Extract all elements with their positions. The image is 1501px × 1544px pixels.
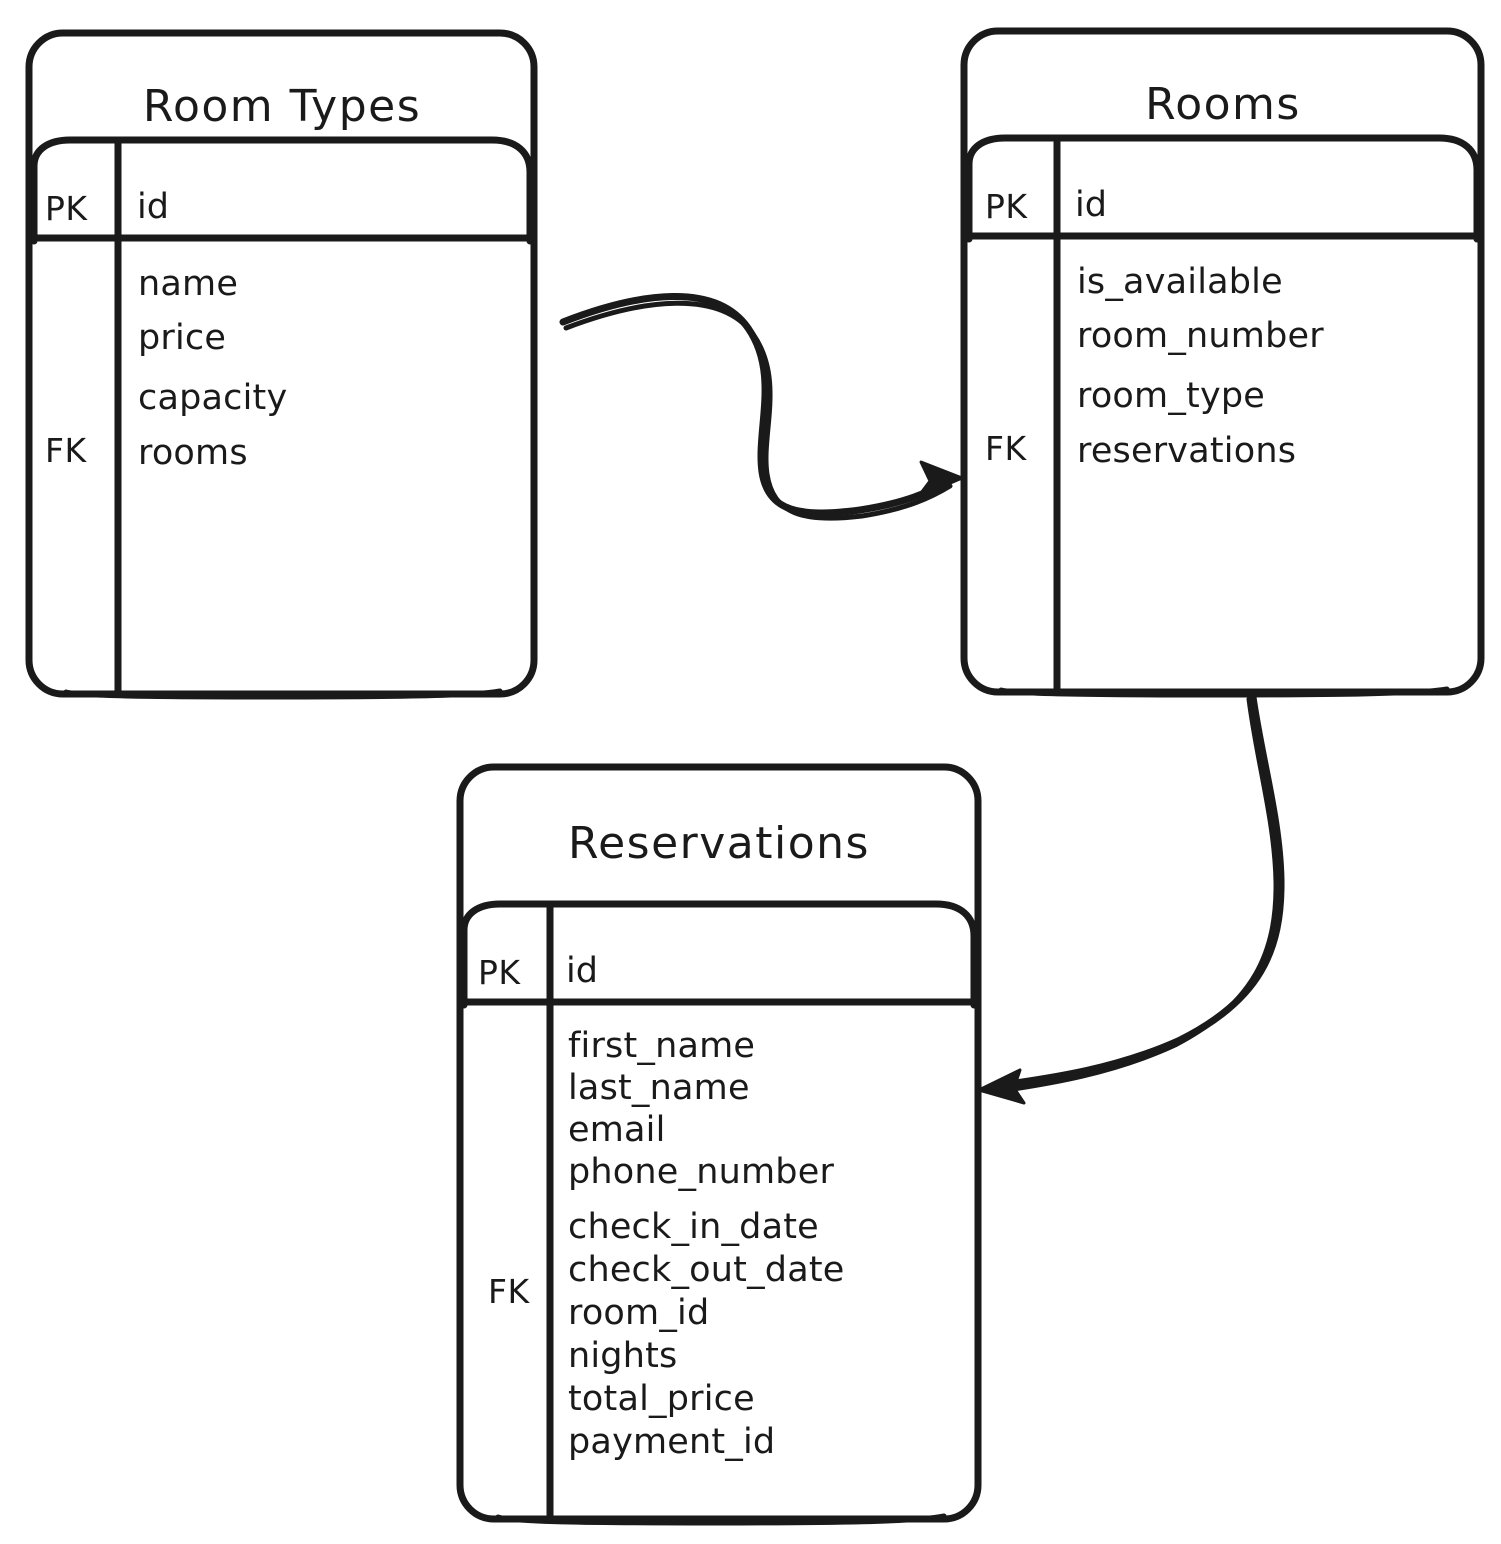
rooms-frame	[960, 27, 1485, 698]
reservations-field-nights: nights	[568, 1336, 678, 1376]
connector-rooms-to-reservations	[977, 693, 1285, 1105]
reservations-pk-field: id	[566, 951, 598, 991]
rooms-field-room-type: room_type	[1077, 376, 1266, 416]
reservations-title: Reservations	[568, 818, 870, 869]
reservations-field-room-id: room_id	[568, 1293, 710, 1333]
room-types-title: Room Types	[142, 81, 422, 132]
reservations-field-check-in-date: check_in_date	[568, 1207, 819, 1247]
room-types-pk-field: id	[137, 187, 169, 227]
entity-rooms[interactable]: Rooms PK id FK is_available room_number …	[957, 24, 1489, 700]
reservations-field-first-name: first_name	[568, 1026, 756, 1066]
room-types-fk-label: FK	[45, 431, 87, 470]
room-types-pk-label: PK	[45, 189, 88, 228]
entity-room-types[interactable]: Room Types PK id FK name price capacity …	[22, 26, 542, 702]
room-types-field-price: price	[138, 318, 227, 358]
rooms-pk-label: PK	[985, 187, 1028, 226]
reservations-field-payment-id: payment_id	[568, 1422, 776, 1462]
rooms-field-is-available: is_available	[1077, 262, 1283, 302]
reservations-field-last-name: last_name	[568, 1068, 750, 1108]
entity-reservations[interactable]: Reservations PK id FK first_name last_na…	[452, 760, 986, 1530]
rooms-field-room-number: room_number	[1077, 316, 1324, 356]
reservations-field-check-out-date: check_out_date	[568, 1250, 845, 1290]
rooms-pk-field: id	[1075, 185, 1107, 225]
reservations-fk-label: FK	[488, 1272, 530, 1311]
reservations-field-total-price: total_price	[568, 1379, 755, 1419]
reservations-field-email: email	[568, 1110, 666, 1150]
reservations-pk-label: PK	[478, 953, 521, 992]
reservations-field-phone-number: phone_number	[568, 1152, 835, 1192]
rooms-fk-label: FK	[985, 429, 1027, 468]
reservations-frame	[456, 763, 982, 1526]
connector-room-types-to-rooms	[559, 293, 964, 521]
room-types-field-name: name	[138, 264, 239, 304]
room-types-field-rooms: rooms	[138, 433, 248, 473]
room-types-field-capacity: capacity	[138, 378, 288, 418]
room-types-frame	[25, 29, 538, 700]
rooms-field-reservations: reservations	[1077, 431, 1297, 471]
rooms-title: Rooms	[1145, 79, 1301, 130]
